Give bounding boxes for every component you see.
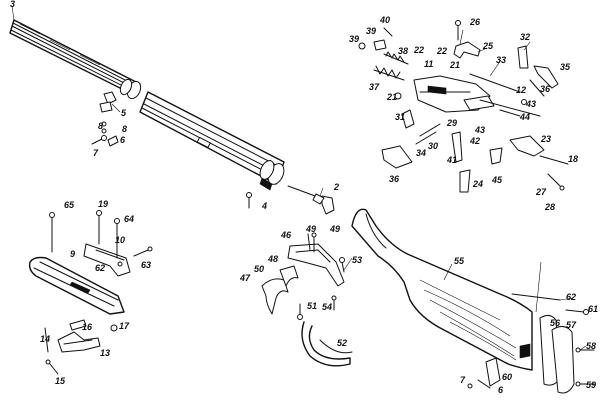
callout-43b: 43 (474, 125, 485, 135)
screw-4 (246, 192, 252, 209)
callout-22b: 22 (436, 46, 447, 56)
callout-36b: 36 (389, 174, 400, 184)
callout-49b: 49 (329, 224, 340, 234)
callout-34: 34 (416, 148, 426, 158)
callout-7: 7 (93, 148, 99, 158)
callout-38: 38 (398, 46, 408, 56)
callout-6b: 6 (498, 385, 504, 395)
callout-33: 33 (496, 55, 506, 65)
callout-8: 8 (122, 124, 127, 134)
callout-45: 45 (491, 175, 503, 185)
callout-14: 14 (40, 334, 50, 344)
callout-26: 26 (469, 17, 481, 27)
callout-57: 57 (566, 320, 577, 330)
callout-59: 59 (586, 380, 596, 390)
barrel-assembly (9, 19, 335, 215)
callout-22: 22 (413, 45, 424, 55)
callout-5: 5 (121, 108, 127, 118)
receiver-assembly (358, 20, 569, 193)
stock-assembly (351, 208, 595, 394)
callout-19: 19 (98, 199, 108, 209)
callout-35: 35 (560, 62, 571, 72)
callout-65: 65 (64, 200, 75, 210)
callout-49: 49 (305, 224, 316, 234)
callout-47: 47 (239, 273, 251, 283)
callout-16: 16 (82, 322, 93, 332)
callout-8b: 8 (98, 121, 103, 131)
callout-11: 11 (424, 59, 433, 69)
extractor-rod (287, 185, 335, 215)
callout-51: 51 (307, 301, 317, 311)
barrel-breech-section (139, 91, 285, 191)
callout-53: 53 (352, 255, 362, 265)
callout-labels: 3 5 8 8 6 7 2 4 40 39 39 26 25 32 38 22 … (10, 0, 598, 395)
callout-2: 2 (333, 182, 339, 192)
callout-46: 46 (280, 230, 292, 240)
callout-50: 50 (254, 264, 264, 274)
callout-44: 44 (519, 112, 530, 122)
callout-21b: 21 (386, 92, 397, 102)
callout-10: 10 (115, 235, 125, 245)
callout-55: 55 (454, 256, 465, 266)
callout-54: 54 (322, 302, 332, 312)
callout-64: 64 (124, 214, 134, 224)
callout-24: 24 (472, 179, 483, 189)
callout-31: 31 (395, 112, 405, 122)
callout-28: 28 (544, 202, 555, 212)
callout-7b: 7 (460, 375, 466, 385)
callout-63: 63 (141, 260, 151, 270)
callout-12: 12 (516, 85, 526, 95)
callout-15: 15 (55, 376, 66, 386)
callout-42: 42 (469, 136, 480, 146)
callout-21: 21 (449, 60, 460, 70)
callout-43: 43 (525, 99, 536, 109)
callout-56: 56 (550, 318, 561, 328)
barrel-muzzle-section (9, 19, 142, 100)
forend-assembly (28, 210, 153, 375)
callout-37: 37 (369, 82, 380, 92)
callout-30: 30 (428, 141, 438, 151)
callout-39b: 39 (366, 26, 376, 36)
callout-32: 32 (520, 32, 530, 42)
callout-29: 29 (446, 118, 457, 128)
callout-9: 9 (70, 249, 75, 259)
callout-52: 52 (337, 338, 347, 348)
callout-62b: 62 (566, 292, 576, 302)
callout-40: 40 (379, 15, 390, 25)
callout-48: 48 (267, 254, 278, 264)
leader-lines (11, 5, 587, 385)
callout-3: 3 (10, 0, 15, 9)
callout-23: 23 (540, 134, 551, 144)
callout-41: 41 (446, 155, 457, 165)
callout-27: 27 (535, 187, 547, 197)
callout-6: 6 (120, 135, 126, 145)
callout-25: 25 (482, 41, 494, 51)
callout-60: 60 (502, 372, 512, 382)
callout-62: 62 (95, 263, 105, 273)
callout-17: 17 (119, 321, 130, 331)
callout-13: 13 (100, 348, 110, 358)
barrel-lug (99, 91, 117, 113)
callout-36: 36 (540, 84, 551, 94)
barrel-small-parts (91, 121, 119, 147)
trigger-group (261, 232, 353, 367)
callout-4: 4 (261, 201, 267, 211)
callout-58: 58 (586, 341, 596, 351)
callout-61: 61 (588, 304, 598, 314)
callout-39: 39 (349, 34, 359, 44)
callout-18: 18 (568, 154, 578, 164)
